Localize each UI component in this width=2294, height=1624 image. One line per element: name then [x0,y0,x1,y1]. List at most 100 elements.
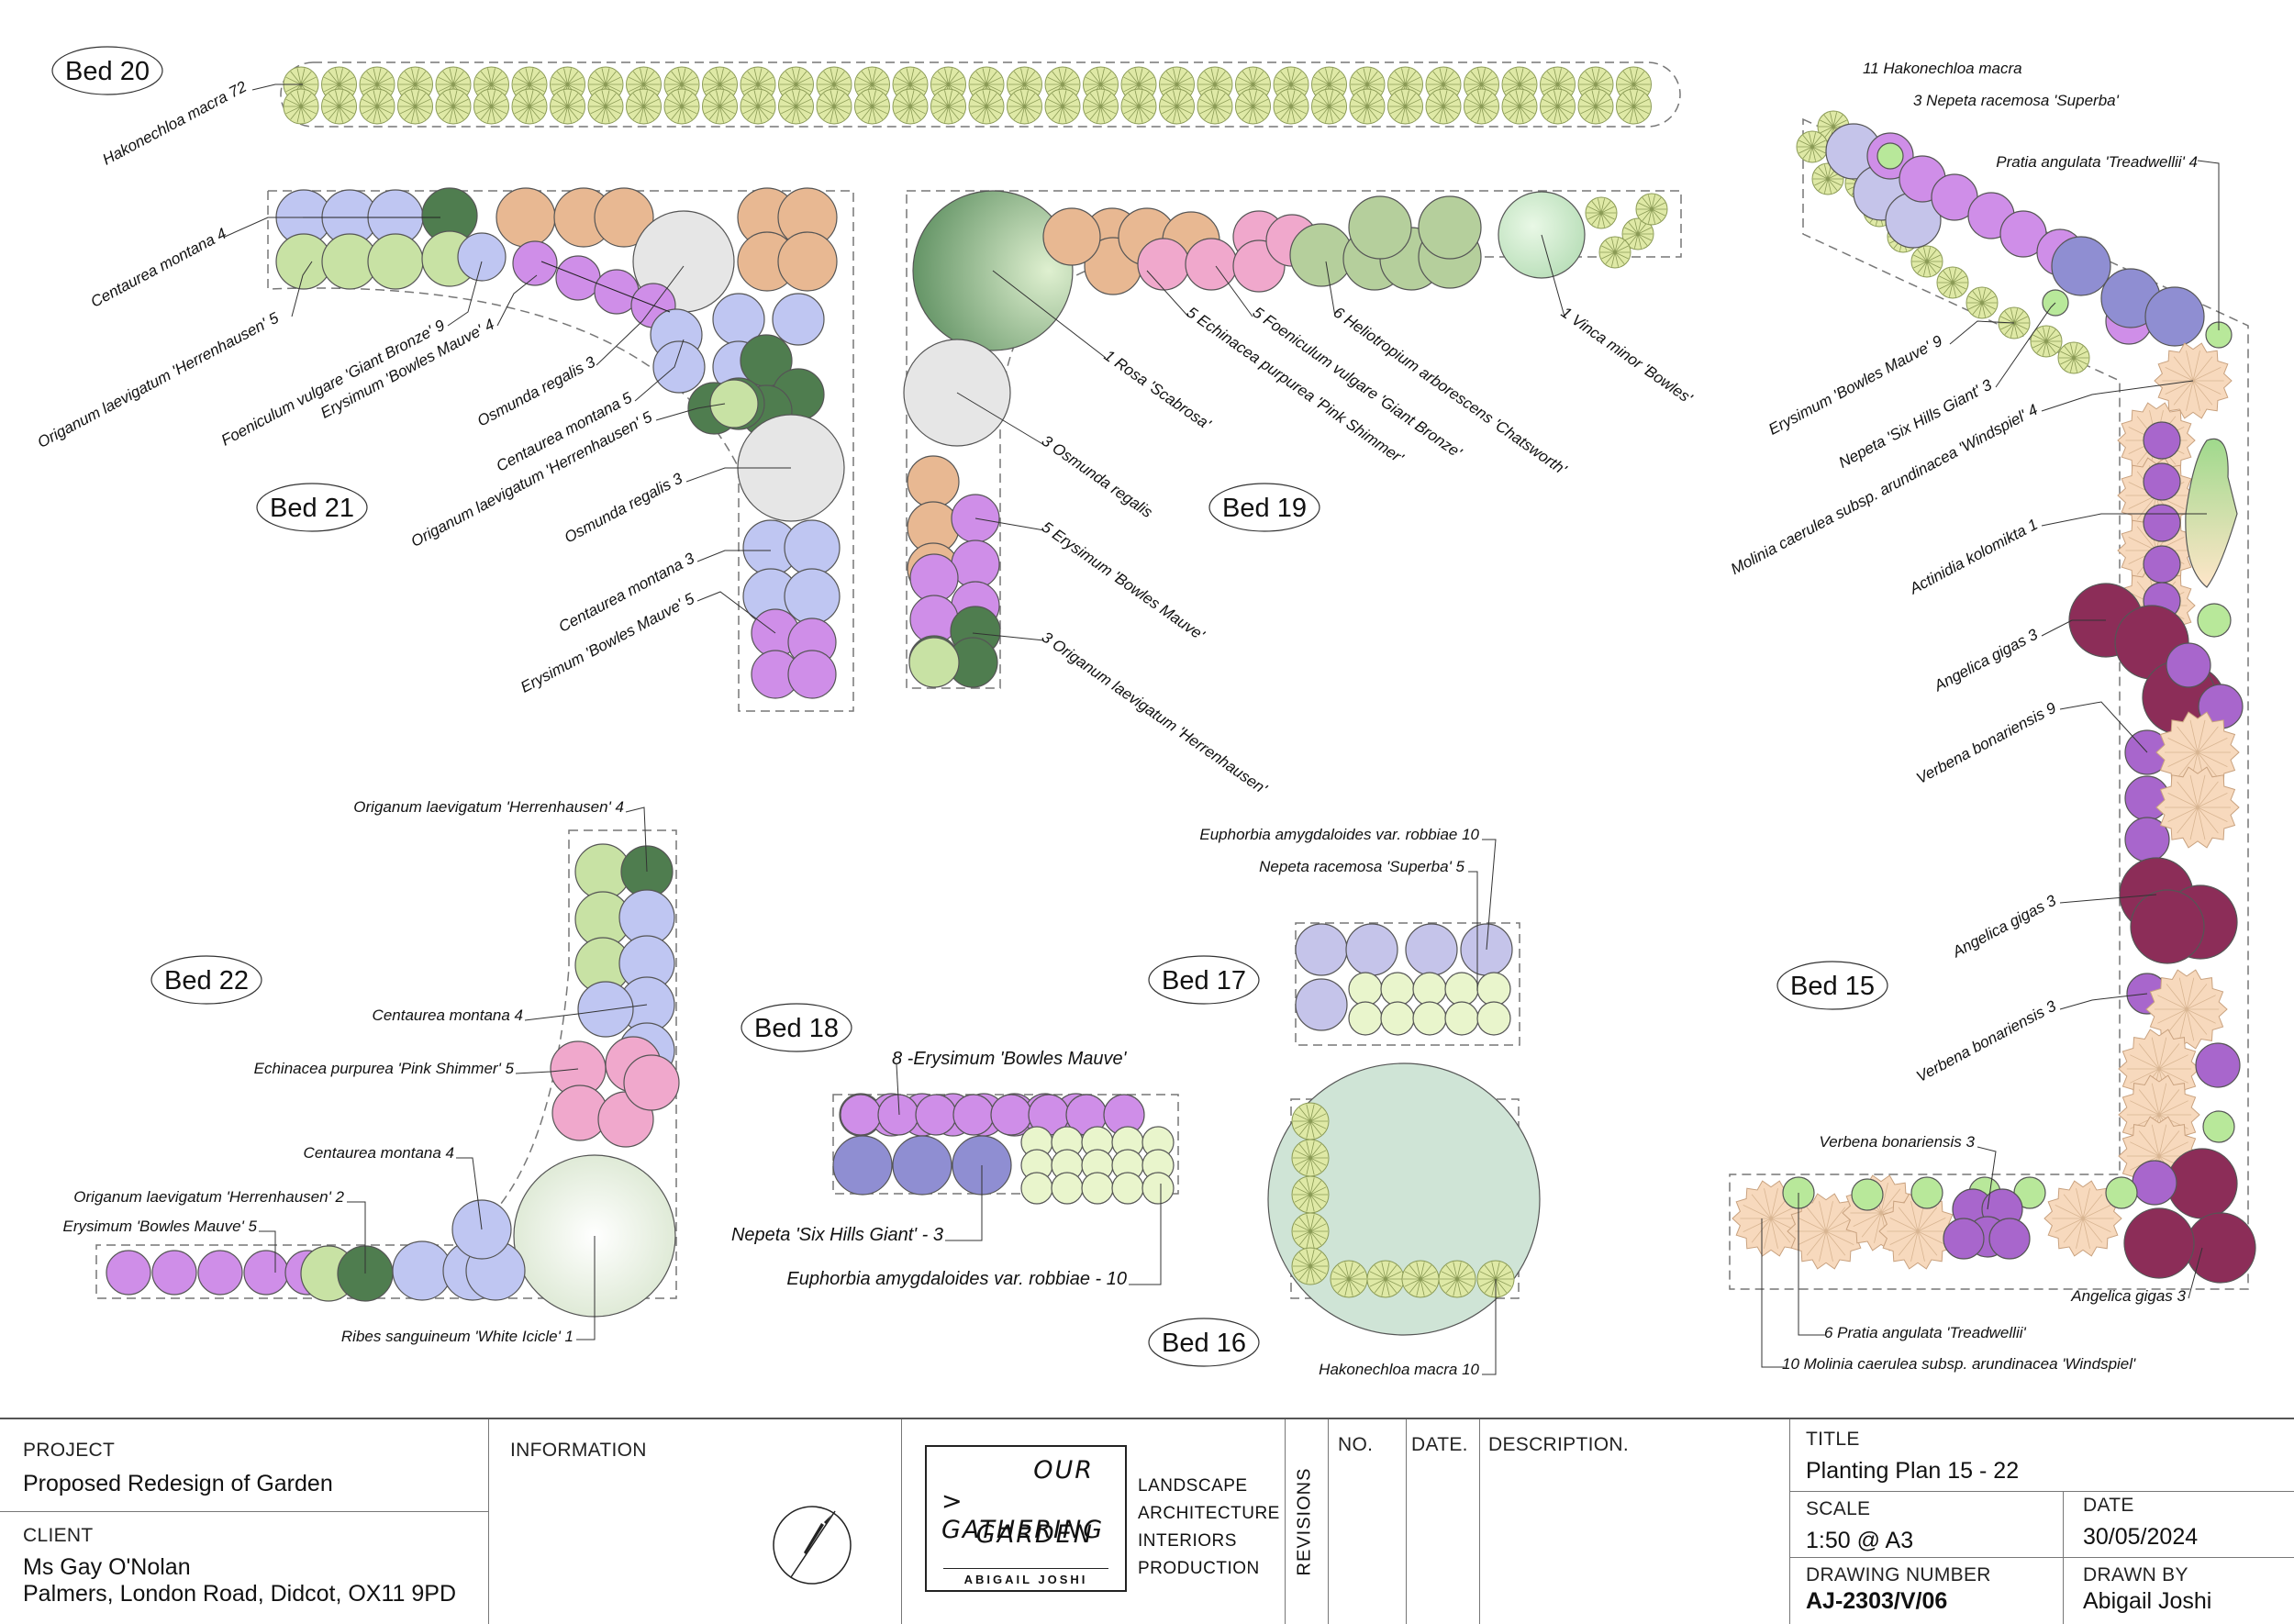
leader-line [1129,1184,1162,1285]
plant-label: Verbena bonariensis 9 [1913,699,2059,788]
grass-symbol [2030,325,2063,358]
plant-symbol [197,1250,243,1296]
leader-line [972,632,1045,641]
plant-symbol [2144,286,2205,347]
scale-value: 1:50 @ A3 [1806,1528,1914,1553]
plant-symbol [1051,1172,1084,1205]
revision-date-header: DATE. [1411,1434,1468,1455]
svg-text:Bed 17: Bed 17 [1162,966,1246,996]
plant-symbol [784,519,841,576]
grass-symbol [397,88,433,125]
leader-line [1482,839,1497,951]
grass-symbol [435,88,472,125]
grass-symbol [1291,1139,1330,1177]
plant-symbol [1444,972,1479,1007]
bed-18-label: Bed 18 [741,1003,852,1052]
leader-line [1949,320,2015,345]
leader-line [2059,894,2157,904]
leader-line [685,467,791,483]
grass-symbol [1910,245,1943,278]
divider [1479,1419,1480,1624]
plant-symbol [555,255,601,301]
plant-symbol [2132,1160,2177,1206]
plant-symbol [1851,1178,1884,1211]
plant-label: 3 Nepeta racemosa 'Superba' [1913,92,2120,109]
grass-symbol [2145,969,2228,1050]
leader-line [447,261,483,327]
plant-symbol [457,232,507,282]
bed-15-label: Bed 15 [1776,961,1888,1010]
grass-symbol [1401,1260,1440,1298]
client-caption: CLIENT [23,1525,94,1546]
leader-line [1482,1279,1497,1375]
leader-line [1325,261,1336,317]
leader-line [515,1068,579,1074]
grass-symbol [1425,88,1462,125]
grass-symbol [1349,88,1386,125]
grass-symbol [1366,1260,1405,1298]
leader-line [655,403,726,421]
plant-symbol [2143,462,2181,501]
plant-symbol [652,340,706,394]
grass-symbol [1311,88,1347,125]
client-name: Ms Gay O'Nolan [23,1554,191,1580]
grass-symbol [1540,88,1576,125]
drawing-number-caption: DRAWING NUMBER [1806,1564,1991,1585]
plant-symbol [1141,1172,1175,1205]
plant-label: Centaurea montana 4 [373,1007,523,1024]
plant-symbol [151,1250,197,1296]
leader-line [291,261,313,317]
plant-symbol [1348,972,1383,1007]
leader-line [2197,160,2220,330]
title-block: PROJECT Proposed Redesign of Garden CLIE… [0,1418,2294,1624]
plant-symbol [367,233,424,290]
plant-symbol [1345,923,1398,976]
date-caption: DATE [2083,1495,2134,1516]
leader-line [2041,619,2106,637]
plant-label: Origanum laevigatum 'Herrenhausen' 5 [408,407,656,550]
bed-15-outline [1729,117,2249,1290]
grass-symbol [359,88,395,125]
grass-symbol [1120,88,1157,125]
leader-line [2059,701,2148,753]
grass-symbol [854,88,890,125]
logo-line-1: OUR [1033,1456,1094,1485]
plant-label: Pratia angulata 'Treadwellii' 4 [1996,153,2198,171]
grass-symbol [321,88,357,125]
bed-19-label: Bed 19 [1208,483,1320,532]
project-section: PROJECT Proposed Redesign of Garden [23,1440,333,1497]
plant-symbol [1476,1001,1511,1036]
grass-symbol [1291,1212,1330,1251]
scale-section: SCALE 1:50 @ A3 [1806,1498,1913,1554]
plant-label: 3 Osmunda regalis [1039,432,1156,522]
plant-label: 6 Pratia angulata 'Treadwellii' [1824,1324,2026,1341]
grass-symbol [2057,341,2090,374]
leader-line [596,265,685,366]
leader-line [251,83,303,91]
grass-symbol [778,88,814,125]
leader-line [524,1004,648,1021]
leader-line [1798,1193,1826,1336]
plant-symbol [2051,236,2111,296]
plant-symbol [951,539,1000,589]
leader-line [896,1063,900,1116]
plant-symbol [1943,1218,1985,1260]
grass-symbol [1796,130,1829,163]
grass-symbol [702,88,738,125]
revisions-section: REVISIONS [1286,1419,1327,1624]
plant-label: Verbena bonariensis 3 [1913,997,2059,1086]
grass-symbol [587,88,624,125]
plant-symbol [2166,642,2211,688]
plant-symbol [2130,889,2205,964]
plant-symbol [2185,1212,2256,1284]
plant-symbol [832,1135,893,1196]
plant-symbol [2202,1110,2235,1143]
bed-18-outline [832,1094,1179,1195]
plant-label: 1 Vinca minor 'Bowles' [1558,304,1696,407]
plant-label: 3 Origanum laevigatum 'Herrenhausen' [1039,628,1271,798]
drawn-by-value: Abigail Joshi [2083,1588,2212,1614]
plant-symbol [1444,1001,1479,1036]
grass-symbol [1387,88,1423,125]
divider [1328,1419,1329,1624]
plant-symbol [1020,1172,1053,1205]
